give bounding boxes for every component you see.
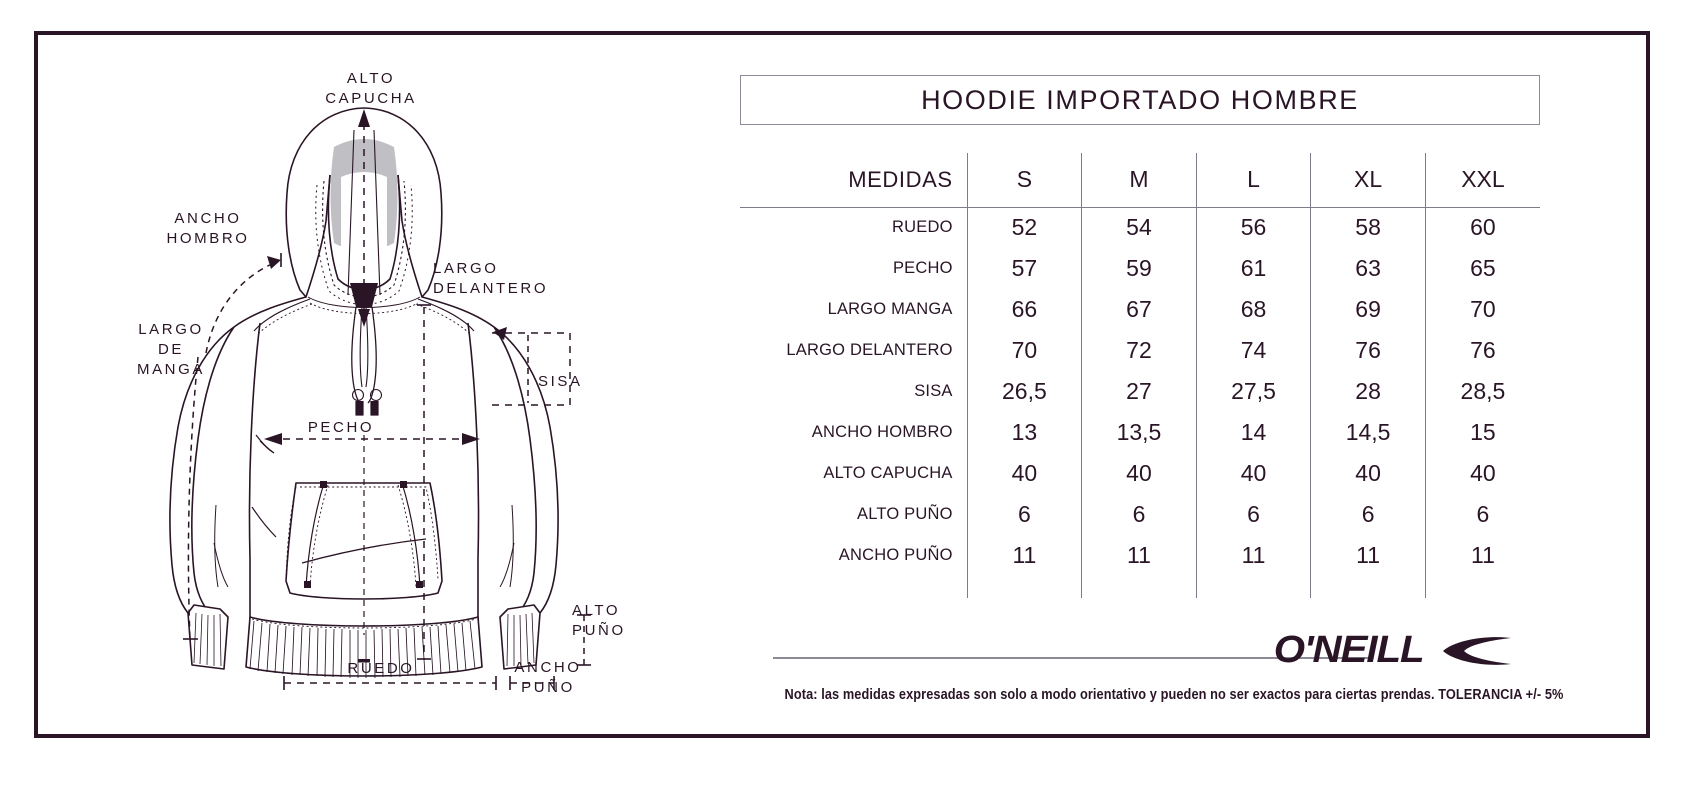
cell-s: 11: [966, 535, 1082, 576]
cell-l: 74: [1195, 330, 1311, 371]
table-row: ANCHO PUÑO 11 11 11 11 11: [740, 535, 1540, 576]
row-label: PECHO: [892, 259, 953, 277]
label-ruedo: RUEDO: [347, 660, 415, 677]
cell-xl: 40: [1310, 453, 1426, 494]
cell-l: 40: [1195, 453, 1311, 494]
label-ancho-hombro: ANCHO HOMBRO: [166, 210, 250, 247]
cell-xl: 69: [1310, 289, 1426, 330]
cell-xl: 63: [1310, 248, 1426, 289]
label-sisa: SISA: [538, 373, 583, 390]
cell-xl: 14,5: [1310, 412, 1426, 453]
cell-l: 61: [1195, 248, 1311, 289]
cell-xl: 11: [1310, 535, 1426, 576]
cell-xl: 58: [1310, 207, 1426, 248]
cell-s: 57: [966, 248, 1082, 289]
brand-logo: O'NEILL: [1274, 629, 1515, 672]
cell-s: 13: [966, 412, 1082, 453]
cell-l: 11: [1195, 535, 1311, 576]
cell-m: 11: [1081, 535, 1197, 576]
spacer-cell: [1195, 576, 1311, 598]
hoodie-technical-drawing: ALTO CAPUCHA ANCHO HOMBRO LARGO DELANTER…: [38, 35, 698, 734]
cell-s: 6: [966, 494, 1082, 535]
hoodie-illustration: [169, 107, 591, 690]
table-row: LARGO DELANTERO 70 72 74 76 76: [740, 330, 1540, 371]
footer-divider: [773, 657, 1373, 659]
label-largo-de-manga: LARGO DE MANGA: [136, 321, 205, 378]
table-row: LARGO MANGA 66 67 68 69 70: [740, 289, 1540, 330]
cell-s: 26,5: [966, 371, 1082, 412]
oneill-wave-icon: [1443, 636, 1512, 665]
cell-s: 66: [966, 289, 1082, 330]
cell-xxl: 6: [1424, 494, 1540, 535]
table-row: ANCHO HOMBRO 13 13,5 14 14,5 15: [740, 412, 1540, 453]
table-header-row: MEDIDAS S M L XL XXL: [740, 153, 1540, 208]
page-title: HOODIE IMPORTADO HOMBRE: [921, 84, 1359, 115]
cell-s: 70: [966, 330, 1082, 371]
label-largo-delantero: LARGO DELANTERO: [433, 260, 549, 297]
row-label: LARGO DELANTERO: [786, 341, 953, 359]
cell-m: 40: [1081, 453, 1197, 494]
spacer-cell: [1310, 576, 1426, 598]
cell-l: 56: [1195, 207, 1311, 248]
cell-xl: 6: [1310, 494, 1426, 535]
label-alto-capucha: ALTO CAPUCHA: [325, 70, 417, 107]
spacer-cell: [740, 576, 967, 598]
header-size-xxl: XXL: [1424, 153, 1540, 208]
cell-m: 54: [1081, 207, 1197, 248]
disclaimer-note: Nota: las medidas expresadas son solo a …: [784, 687, 1564, 703]
table-row: ALTO PUÑO 6 6 6 6 6: [740, 494, 1540, 535]
table-row: RUEDO 52 54 56 58 60: [740, 207, 1540, 248]
row-label: ANCHO HOMBRO: [811, 423, 953, 441]
size-chart-frame: ALTO CAPUCHA ANCHO HOMBRO LARGO DELANTER…: [34, 31, 1650, 738]
header-size-m: M: [1081, 153, 1197, 208]
row-label: ALTO CAPUCHA: [823, 464, 953, 482]
cell-m: 13,5: [1081, 412, 1197, 453]
cell-s: 40: [966, 453, 1082, 494]
cell-l: 27,5: [1195, 371, 1311, 412]
cell-xxl: 15: [1424, 412, 1540, 453]
cell-xxl: 40: [1424, 453, 1540, 494]
cell-m: 67: [1081, 289, 1197, 330]
cell-l: 68: [1195, 289, 1311, 330]
row-label: SISA: [914, 382, 953, 400]
header-medidas: MEDIDAS: [740, 153, 968, 208]
table-row: SISA 26,5 27 27,5 28 28,5: [740, 371, 1540, 412]
label-ancho-puno: ANCHO PUÑO: [514, 659, 582, 696]
header-size-xl: XL: [1310, 153, 1426, 208]
size-measurements-table: MEDIDAS S M L XL XXL RUEDO 52 54 56 58 6…: [740, 153, 1540, 598]
header-size-l: L: [1195, 153, 1311, 208]
header-size-s: S: [966, 153, 1082, 208]
cell-xl: 76: [1310, 330, 1426, 371]
row-label: LARGO MANGA: [827, 300, 953, 318]
label-alto-puno: ALTO PUÑO: [572, 602, 626, 639]
row-label: RUEDO: [892, 218, 953, 237]
spacer-cell: [966, 576, 1082, 598]
label-pecho: PECHO: [307, 419, 375, 436]
cell-xxl: 11: [1424, 535, 1540, 576]
cell-xxl: 65: [1424, 248, 1540, 289]
cell-m: 6: [1081, 494, 1197, 535]
row-label: ANCHO PUÑO: [838, 546, 953, 564]
cell-xxl: 70: [1424, 289, 1540, 330]
table-bottom-spacer: [740, 576, 1540, 598]
oneill-wordmark: O'NEILL: [1273, 629, 1425, 671]
cell-xl: 28: [1310, 371, 1426, 412]
row-label: ALTO PUÑO: [856, 505, 953, 523]
cell-l: 14: [1195, 412, 1311, 453]
cell-m: 27: [1081, 371, 1197, 412]
cell-m: 72: [1081, 330, 1197, 371]
cell-xxl: 60: [1424, 207, 1540, 248]
spacer-cell: [1081, 576, 1197, 598]
table-row: PECHO 57 59 61 63 65: [740, 248, 1540, 289]
measurements-panel: HOODIE IMPORTADO HOMBRE MEDIDAS S M L XL…: [698, 35, 1650, 734]
chart-title-box: HOODIE IMPORTADO HOMBRE: [740, 75, 1540, 125]
cell-m: 59: [1081, 248, 1197, 289]
cell-xxl: 76: [1424, 330, 1540, 371]
spacer-cell: [1424, 576, 1540, 598]
table-row: ALTO CAPUCHA 40 40 40 40 40: [740, 453, 1540, 494]
cell-s: 52: [966, 207, 1082, 248]
cell-l: 6: [1195, 494, 1311, 535]
cell-xxl: 28,5: [1424, 371, 1540, 412]
